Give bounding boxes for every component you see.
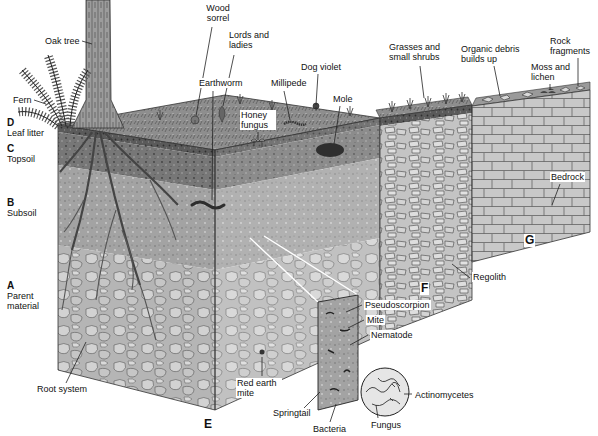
callout-label: Mole: [332, 94, 354, 104]
callout-label: Millipede: [270, 78, 308, 88]
section-letter: E: [203, 418, 213, 431]
section-letter: D: [6, 117, 15, 128]
honey-fungus: [251, 139, 265, 147]
callout-label: Nematode: [370, 330, 414, 340]
callout-label: Oak tree: [44, 36, 81, 46]
callout-label: Honey fungus: [240, 110, 276, 130]
rock-fragments: [482, 86, 585, 102]
lords-and-ladies: [219, 106, 225, 122]
callout-label: Regolith: [472, 272, 507, 282]
mole: [316, 143, 344, 157]
callout-label: Springtail: [272, 408, 312, 418]
red-earth-mite: [260, 350, 265, 355]
callout-label: Dog violet: [300, 62, 342, 72]
soil-organisms: [326, 313, 350, 392]
callout-label: Mite: [366, 315, 385, 325]
leader-lines: [34, 27, 578, 422]
block-shading: [215, 118, 380, 410]
millipede: [284, 122, 306, 125]
wood-sorrel: [191, 116, 199, 124]
root-system: [62, 180, 176, 340]
section-letter: F: [420, 282, 429, 295]
section-letter: B: [6, 197, 15, 208]
microbes: [366, 378, 400, 406]
callout-label: Topsoil: [6, 154, 36, 164]
callout-label: Earthworm: [198, 78, 244, 88]
earthworm: [192, 202, 224, 208]
callout-label: Fungus: [370, 420, 402, 430]
fern-stems: [18, 55, 88, 126]
callout-label: Root system: [36, 384, 88, 394]
callout-label: Red earth mite: [236, 378, 282, 398]
callout-label: Subsoil: [6, 208, 38, 218]
callout-label: Wood sorrel: [201, 3, 235, 23]
block-outline: [58, 125, 215, 410]
bedrock-block: [472, 90, 590, 262]
callout-label: Grasses and small shrubs: [388, 42, 450, 62]
soil-inset: [318, 295, 358, 410]
oak-trunk: [72, 0, 124, 128]
callout-label: Lords and ladies: [228, 30, 274, 50]
grass-tufts: [157, 92, 465, 120]
fern-leaflets: [18, 55, 88, 126]
callout-label: Rock fragments: [549, 36, 595, 56]
callout-label: Pseudoscorpion: [364, 300, 431, 310]
callout-label: Fern: [12, 95, 33, 105]
callout-label: Actinomycetes: [414, 390, 475, 400]
moss-lichen: [540, 89, 556, 94]
root-system: [60, 132, 178, 285]
callout-label: Organic debris builds up: [460, 44, 528, 64]
section-letter: G: [524, 234, 535, 247]
magnifier-lines: [250, 236, 358, 302]
callout-label: Bacteria: [312, 424, 347, 434]
callout-label: Moss and lichen: [530, 62, 572, 82]
section-letter: A: [6, 280, 15, 291]
microbe-inset: [361, 368, 409, 416]
callout-label: Leaf litter: [6, 128, 45, 138]
callout-label: Parent material: [6, 291, 48, 311]
section-letter: C: [6, 143, 15, 154]
callout-label: Bedrock: [550, 172, 585, 182]
